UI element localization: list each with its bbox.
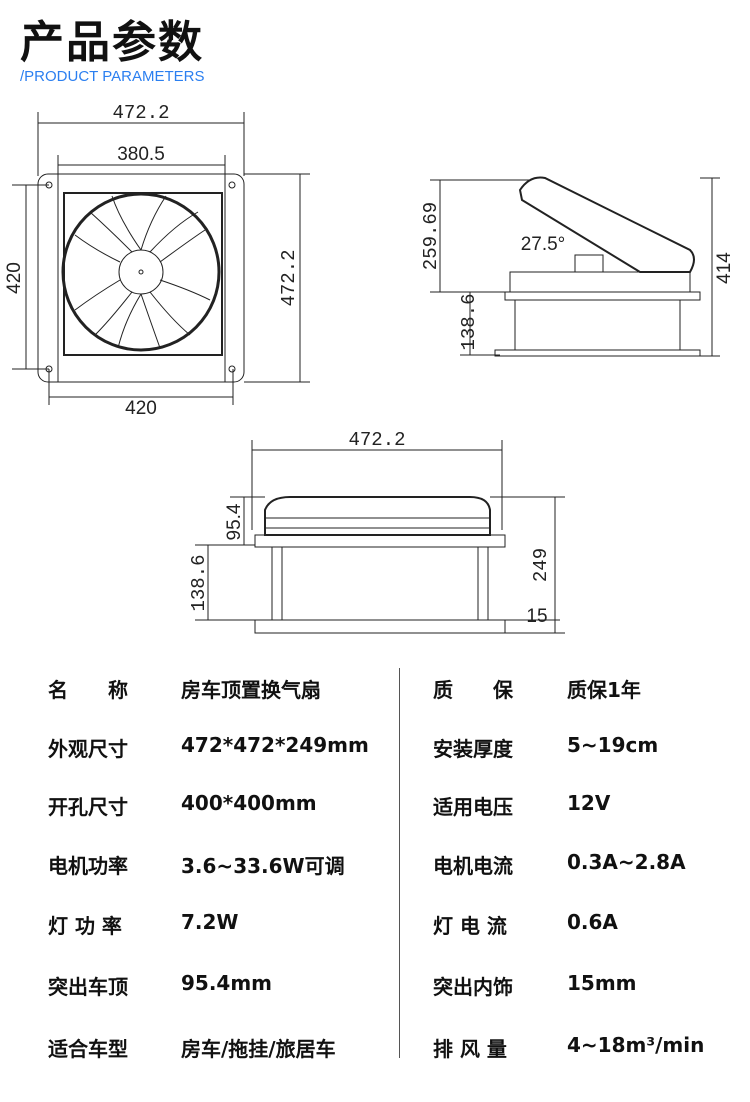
spec-label-right: 安装厚度	[433, 737, 513, 761]
spec-value-right: 12V	[567, 791, 611, 815]
dim-roof-protrusion: 95.4	[224, 503, 245, 540]
page-subtitle: /PRODUCT PARAMETERS	[20, 68, 205, 85]
dim-left-height: 420	[4, 262, 25, 294]
spec-label: 突出车顶	[48, 975, 128, 999]
spec-value-right: 5~19cm	[567, 733, 659, 757]
spec-label: 开孔尺寸	[48, 795, 128, 819]
spec-value: 房车顶置换气扇	[181, 678, 321, 702]
spec-value: 房车/拖挂/旅居车	[181, 1037, 336, 1061]
spec-value-right: 0.6A	[567, 910, 618, 934]
side-view-drawing	[430, 176, 720, 357]
dim-side-base-height: 138.6	[458, 293, 480, 350]
spec-label: 灯 功 率	[48, 914, 122, 938]
spec-value-right: 15mm	[567, 971, 637, 995]
technical-drawings: 472.2 380.5 420 472.2 420 259.69 138.6 4…	[4, 102, 735, 634]
spec-label: 外观尺寸	[48, 737, 128, 761]
spec-value: 472*472*249mm	[181, 733, 369, 757]
spec-value-right: 0.3A~2.8A	[567, 850, 686, 874]
top-view-drawing	[12, 112, 310, 405]
spec-label-right: 质 保	[433, 678, 513, 702]
spec-label-right: 灯 电 流	[433, 914, 507, 938]
spec-value: 95.4mm	[181, 971, 273, 995]
dim-total-height: 414	[714, 252, 735, 284]
table-divider	[399, 668, 400, 1058]
dim-overall-width: 472.2	[112, 102, 169, 124]
dim-open-angle: 27.5°	[521, 234, 566, 255]
dim-right-height: 472.2	[278, 249, 300, 306]
dim-front-base-height: 138.6	[188, 554, 210, 611]
spec-value-right: 质保1年	[567, 678, 641, 702]
dim-front-width: 472.2	[348, 429, 405, 451]
spec-label-right: 适用电压	[433, 795, 513, 819]
page-title: 产品参数	[20, 17, 204, 68]
dim-interior-protrusion: 15	[526, 606, 547, 627]
spec-label-right: 排 风 量	[433, 1037, 507, 1061]
spec-value: 7.2W	[181, 910, 239, 934]
dim-lid-height: 259.69	[420, 202, 442, 270]
dim-inner-width: 380.5	[117, 144, 165, 165]
spec-value-right: 4~18m³/min	[567, 1033, 705, 1057]
spec-label: 适合车型	[48, 1037, 128, 1061]
spec-label: 名 称	[48, 678, 128, 702]
spec-label-right: 突出内饰	[433, 975, 513, 999]
spec-value: 400*400mm	[181, 791, 317, 815]
spec-label: 电机功率	[48, 854, 128, 878]
dim-bottom-width: 420	[125, 398, 157, 419]
front-view-drawing	[195, 440, 565, 634]
spec-label-right: 电机电流	[433, 854, 513, 878]
dim-front-total-height: 249	[530, 548, 552, 582]
spec-value: 3.6~33.6W可调	[181, 854, 345, 878]
